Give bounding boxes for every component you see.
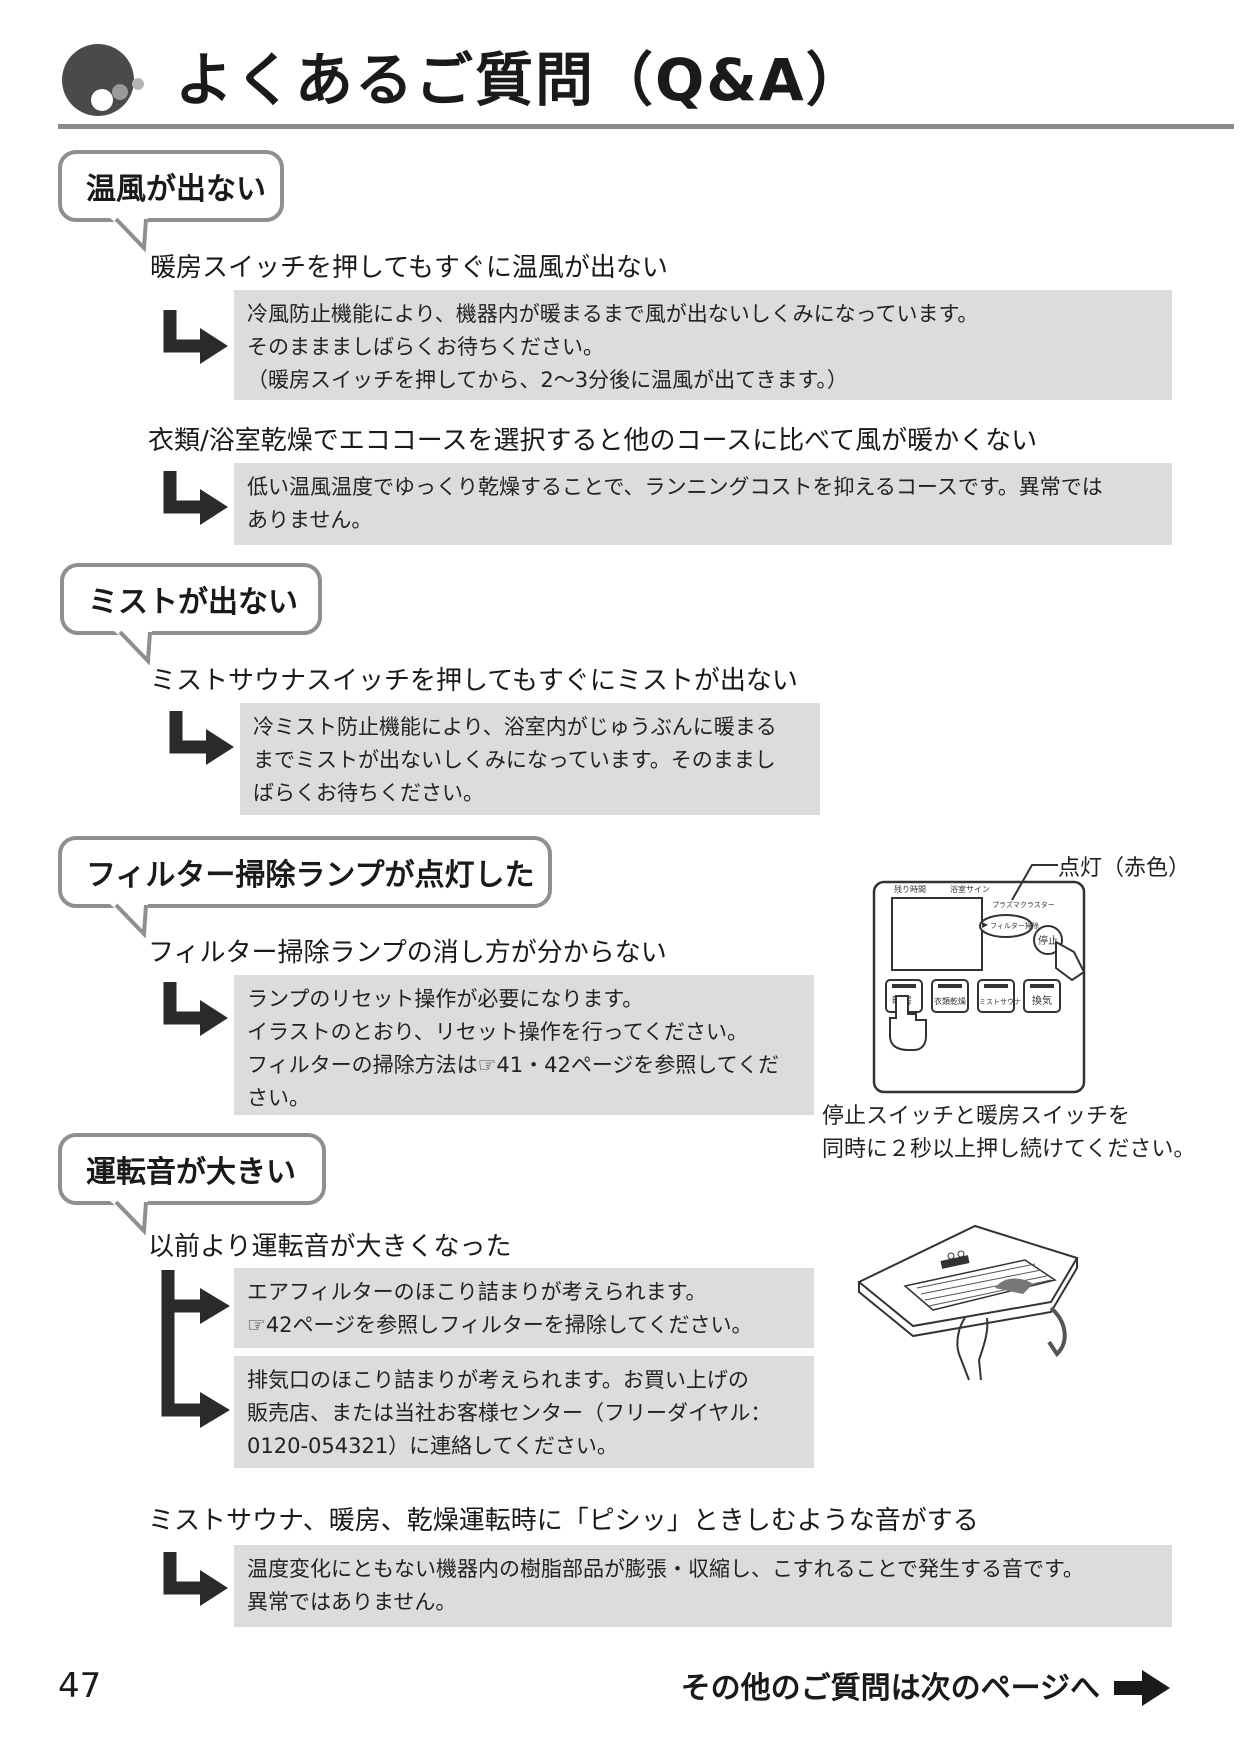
title-logo-icon xyxy=(62,44,144,116)
next-page-link[interactable]: その他のご質問は次のページへ xyxy=(680,1671,1100,1706)
answer-box: 冷風防止機能により、機器内が暖まるまで風が出ないしくみになっています。 そのまま… xyxy=(234,290,1172,400)
answer-box: 低い温風温度でゆっくり乾燥することで、ランニングコストを抑えるコースです。異常で… xyxy=(234,463,1172,545)
speech-bubble-tail xyxy=(110,217,148,252)
remote-logo-text: プラズマクラスター xyxy=(992,900,1055,909)
section-heading-noise: 運転音が大きい xyxy=(58,1133,326,1205)
question-text: 暖房スイッチを押してもすぐに温風が出ない xyxy=(150,253,668,283)
page-title: よくあるご質問（Q&A） xyxy=(175,46,866,114)
ceiling-unit-filter-illustration xyxy=(857,1224,1079,1381)
answer-box: ランプのリセット操作が必要になります。 イラストのとおり、リセット操作を行ってく… xyxy=(234,975,814,1115)
remote-top-label: 浴室サイン xyxy=(950,884,990,894)
answer-arrow-icon xyxy=(163,982,228,1036)
speech-bubble-tail xyxy=(114,630,152,665)
answer-arrow-icon xyxy=(163,471,228,525)
speech-bubble-tail xyxy=(110,1200,148,1235)
section-heading-label: ミストが出ない xyxy=(88,585,298,620)
answer-box: 排気口のほこり詰まりが考えられます。お買い上げの 販売店、または当社お客様センタ… xyxy=(234,1356,814,1468)
section-heading-label: 温風が出ない xyxy=(86,172,266,207)
section-heading-mist: ミストが出ない xyxy=(60,563,322,635)
section-heading-filter-lamp: フィルター掃除ランプが点灯した xyxy=(58,836,552,908)
question-text: 以前より運転音が大きくなった xyxy=(148,1232,512,1262)
question-text: ミストサウナスイッチを押してもすぐにミストが出ない xyxy=(150,666,798,696)
answer-arrow-icon xyxy=(169,711,234,765)
remote-caption: 停止スイッチと暖房スイッチを 同時に２秒以上押し続けてください。 xyxy=(822,1104,1196,1162)
remote-button-label: ミストサウナ xyxy=(979,998,1021,1006)
lamp-callout-label: 点灯（赤色） xyxy=(1058,856,1191,881)
remote-filter-label: フィルター掃除 xyxy=(990,921,1039,930)
section-heading-label: フィルター掃除ランプが点灯した xyxy=(86,858,535,893)
remote-button-label: 衣類乾燥 xyxy=(934,996,966,1006)
page-number: 47 xyxy=(58,1666,102,1706)
answer-box: 温度変化にともない機器内の樹脂部品が膨張・収縮し、こすれることで発生する音です。… xyxy=(234,1545,1172,1627)
remote-stop-label: 停止 xyxy=(1038,934,1058,947)
answer-arrow-icon xyxy=(163,310,228,364)
branch-arrow-icon xyxy=(161,1270,230,1428)
answer-arrow-icon xyxy=(163,1552,228,1606)
answer-box: 冷ミスト防止機能により、浴室内がじゅうぶんに暖まる までミストが出ないしくみにな… xyxy=(240,703,820,815)
speech-bubble-tail xyxy=(110,903,148,938)
question-text: ミストサウナ、暖房、乾燥運転時に「ピシッ」ときしむような音がする xyxy=(148,1506,979,1536)
question-text: 衣類/浴室乾燥でエココースを選択すると他のコースに比べて風が暖かくない xyxy=(148,426,1038,456)
section-heading-label: 運転音が大きい xyxy=(86,1155,296,1190)
question-text: フィルター掃除ランプの消し方が分からない xyxy=(148,938,667,968)
remote-button-label: 換気 xyxy=(1032,994,1052,1007)
next-page-arrow-icon[interactable] xyxy=(1112,1668,1172,1708)
remote-control-illustration: 残り時間 浴室サイン プラズマクラスター フィルター掃除 停止 暖房 衣類乾燥 … xyxy=(872,880,1086,1094)
answer-box: エアフィルターのほこり詰まりが考えられます。 ☞42ページを参照しフィルターを掃… xyxy=(234,1268,814,1348)
title-divider xyxy=(58,124,1234,129)
callout-leader-line xyxy=(1011,864,1058,901)
section-heading-warm-air: 温風が出ない xyxy=(58,150,284,222)
remote-top-label: 残り時間 xyxy=(894,884,926,894)
